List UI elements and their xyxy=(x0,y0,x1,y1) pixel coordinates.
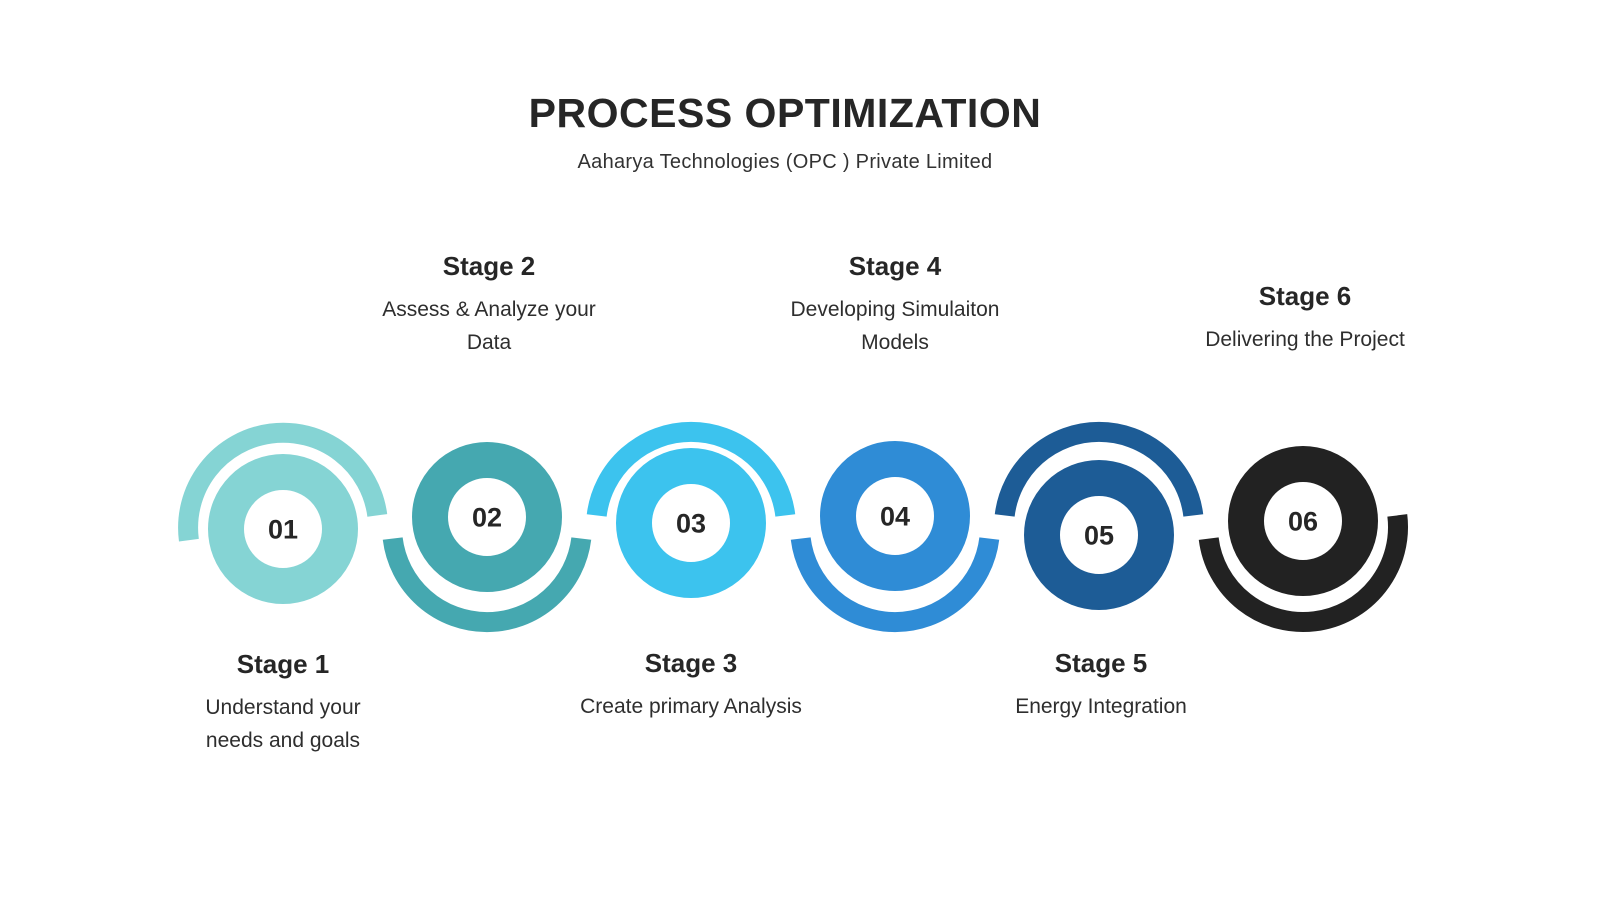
stage-description-line: needs and goals xyxy=(205,729,361,752)
stage-title-4: Stage 4 xyxy=(848,251,942,281)
connector-arc-4 xyxy=(790,537,1000,633)
page-title: PROCESS OPTIMIZATION xyxy=(528,90,1042,136)
stage-description-line: Developing Simulaiton xyxy=(790,298,1000,321)
stage-description-line: Delivering the Project xyxy=(1205,328,1405,351)
header: PROCESS OPTIMIZATION Aaharya Technologie… xyxy=(529,90,1042,174)
stage-title-5: Stage 5 xyxy=(1054,648,1148,678)
stage-description-4: Developing Simulaiton Models xyxy=(791,293,1000,359)
stage-number-5: 05 xyxy=(1084,521,1114,551)
stage-circle-4 xyxy=(820,441,970,591)
page-subtitle: Aaharya Technologies (OPC ) Private Limi… xyxy=(577,151,993,173)
stage-title-3: Stage 3 xyxy=(644,648,738,678)
stage-circle-2 xyxy=(412,442,562,592)
stage-description-3: Create primary Analysis xyxy=(580,690,802,723)
stage-number-3: 03 xyxy=(676,509,706,539)
stage-title-6: Stage 6 xyxy=(1258,281,1352,311)
stage-description-line: Create primary Analysis xyxy=(580,695,802,718)
connector-arc-1 xyxy=(178,422,388,542)
stage-description-line: Understand your xyxy=(205,696,361,719)
stage-description-6: Delivering the Project xyxy=(1205,323,1405,356)
stage-number-1: 01 xyxy=(268,515,298,545)
connector-arc-2 xyxy=(382,537,592,633)
stage-description-2: Assess & Analyze your Data xyxy=(382,293,596,359)
connector-arc-6 xyxy=(1198,514,1408,633)
stage-label-3: Stage 3 Create primary Analysis xyxy=(580,648,802,723)
stage-description-line: Energy Integration xyxy=(1015,695,1187,718)
stage-description-line: Assess & Analyze your xyxy=(382,298,596,321)
stage-label-4: Stage 4 Developing Simulaiton Models xyxy=(791,251,1000,359)
stage-label-1: Stage 1 Understand your needs and goals xyxy=(205,649,360,757)
stage-label-6: Stage 6 Delivering the Project xyxy=(1205,281,1405,356)
stage-title-2: Stage 2 xyxy=(442,251,536,281)
connector-arc-5 xyxy=(994,421,1204,517)
stage-circle-3 xyxy=(616,448,766,598)
stage-circle-1 xyxy=(208,454,358,604)
connector-arc-3 xyxy=(586,421,796,517)
stage-label-5: Stage 5 Energy Integration xyxy=(1015,648,1187,723)
stage-description-line: Data xyxy=(466,331,512,354)
stage-number-6: 06 xyxy=(1288,507,1318,537)
stage-description-5: Energy Integration xyxy=(1015,690,1187,723)
stage-label-2: Stage 2 Assess & Analyze your Data xyxy=(382,251,596,359)
stage-number-2: 02 xyxy=(472,503,502,533)
stage-description-line: Models xyxy=(861,331,929,354)
stage-circle-6 xyxy=(1228,446,1378,596)
stage-number-4: 04 xyxy=(880,502,910,532)
stage-title-1: Stage 1 xyxy=(236,649,330,679)
stage-circle-5 xyxy=(1024,460,1174,610)
stage-description-1: Understand your needs and goals xyxy=(205,691,360,757)
